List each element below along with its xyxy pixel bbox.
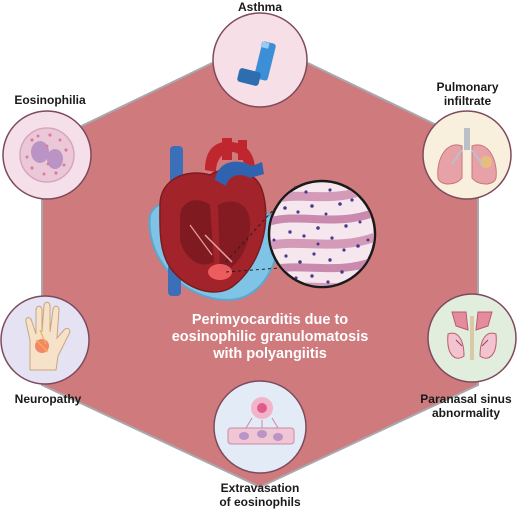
heart-illustration — [148, 138, 280, 302]
paranasal-sinus-label: Paranasal sinus abnormality — [412, 392, 520, 420]
hand-icon — [25, 301, 71, 371]
pulmonary-infiltrate-line-1: Pulmonary — [436, 80, 499, 94]
center-title-line-2: eosinophilic granulomatosis — [171, 329, 369, 345]
neuropathy-node — [0, 295, 90, 385]
center-title-line-3: with polyangiitis — [213, 346, 327, 362]
extravasation-node — [213, 380, 307, 474]
asthma-node — [212, 12, 308, 108]
extravasation-label: Extravasation of eosinophils — [195, 481, 325, 509]
neuropathy-label: Neuropathy — [14, 392, 82, 406]
vessel-icon — [227, 397, 295, 445]
eosinophilia-label: Eosinophilia — [14, 93, 86, 107]
pulmonary-infiltrate-node — [422, 110, 512, 200]
sinus-icon — [447, 311, 497, 360]
inhaler-icon — [237, 41, 276, 86]
eosinophil-cell-icon — [19, 127, 75, 183]
eosinophilia-node — [2, 110, 92, 200]
pulmonary-infiltrate-line-2: infiltrate — [443, 94, 492, 108]
lungs-icon — [437, 128, 497, 185]
extravasation-line-2: of eosinophils — [219, 495, 301, 509]
center-title-line-1: Perimyocarditis due to — [191, 312, 349, 328]
paranasal-sinus-line-2: abnormality — [431, 406, 500, 420]
pulmonary-infiltrate-label: Pulmonary infiltrate — [415, 80, 520, 108]
paranasal-sinus-node — [427, 293, 517, 383]
paranasal-sinus-line-1: Paranasal sinus — [420, 392, 512, 406]
asthma-label: Asthma — [237, 0, 282, 14]
extravasation-line-1: Extravasation — [220, 481, 300, 495]
center-title: Perimyocarditis due to eosinophilic gran… — [140, 312, 400, 363]
